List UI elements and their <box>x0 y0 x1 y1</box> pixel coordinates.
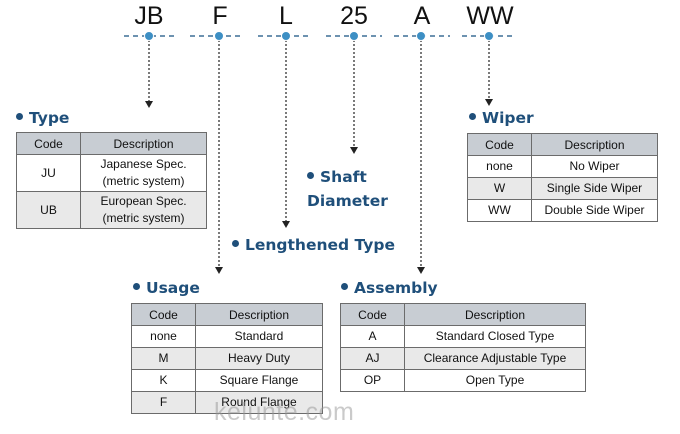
column-header: Description <box>195 303 323 326</box>
usage-title: Usage <box>146 279 200 297</box>
code-part-a: A <box>413 2 431 30</box>
table-cell-description: Open Type <box>404 369 586 392</box>
table-cell-description: Heavy Duty <box>195 347 323 370</box>
code-part-l: L <box>279 2 293 30</box>
table-cell-description: No Wiper <box>531 155 658 178</box>
assembly-title: Assembly <box>354 279 438 297</box>
watermark: kelunte.com <box>214 398 355 426</box>
code-part-jb: JB <box>134 2 164 30</box>
bullet-icon <box>133 283 140 290</box>
table-header-row: Code Description <box>131 303 323 326</box>
table-row: JU Japanese Spec. (metric system) <box>16 154 207 192</box>
bullet-icon <box>232 240 239 247</box>
lengthened-title: Lengthened Type <box>245 236 395 254</box>
table-cell-code: W <box>467 177 532 200</box>
arrowheads <box>145 99 493 274</box>
table-row: none No Wiper <box>467 155 658 178</box>
table-cell-code: AJ <box>340 347 405 370</box>
table-cell-description: Standard <box>195 325 323 348</box>
table-cell-code: UB <box>16 191 81 229</box>
table-cell-code: M <box>131 347 196 370</box>
table-row: AJ Clearance Adjustable Type <box>340 347 586 370</box>
table-row: WW Double Side Wiper <box>467 199 658 222</box>
bullet-icon <box>341 283 348 290</box>
bullet-icon <box>307 172 314 179</box>
column-header: Description <box>531 133 658 156</box>
table-header-row: Code Description <box>16 132 207 155</box>
type-table: Code Description JU Japanese Spec. (metr… <box>16 132 207 229</box>
table-cell-code: WW <box>467 199 532 222</box>
usage-heading: Usage <box>133 279 200 297</box>
assembly-heading: Assembly <box>341 279 438 297</box>
table-cell-code: F <box>131 391 196 414</box>
type-title: Type <box>29 109 70 127</box>
table-row: OP Open Type <box>340 369 586 392</box>
table-row: W Single Side Wiper <box>467 177 658 200</box>
code-part-ww: WW <box>466 2 514 30</box>
table-cell-description: Standard Closed Type <box>404 325 586 348</box>
table-row: UB European Spec. (metric system) <box>16 191 207 229</box>
wiper-title: Wiper <box>482 109 534 127</box>
table-cell-description: Single Side Wiper <box>531 177 658 200</box>
usage-table: Code Description none Standard M Heavy D… <box>131 303 323 414</box>
table-header-row: Code Description <box>467 133 658 156</box>
table-cell-description: Double Side Wiper <box>531 199 658 222</box>
table-row: F Round Flange <box>131 391 323 414</box>
column-header: Code <box>16 132 81 155</box>
bullet-icon <box>469 113 476 120</box>
assembly-table: Code Description A Standard Closed Type … <box>340 303 586 392</box>
table-cell-description: European Spec. (metric system) <box>80 191 207 229</box>
code-part-f: F <box>212 2 228 30</box>
column-header: Description <box>404 303 586 326</box>
type-heading: Type <box>16 109 69 127</box>
table-row: K Square Flange <box>131 369 323 392</box>
shaft-heading: Shaft Diameter <box>307 165 417 213</box>
table-row: M Heavy Duty <box>131 347 323 370</box>
table-cell-code: K <box>131 369 196 392</box>
column-header: Code <box>340 303 405 326</box>
column-header: Description <box>80 132 207 155</box>
table-cell-description: Square Flange <box>195 369 323 392</box>
lengthened-heading: Lengthened Type <box>232 236 395 254</box>
shaft-title: Shaft Diameter <box>307 168 388 210</box>
table-cell-code: JU <box>16 154 81 192</box>
table-header-row: Code Description <box>340 303 586 326</box>
connector-dots <box>144 31 494 41</box>
column-header: Code <box>467 133 532 156</box>
table-row: A Standard Closed Type <box>340 325 586 348</box>
wiper-heading: Wiper <box>469 109 534 127</box>
table-cell-description: Clearance Adjustable Type <box>404 347 586 370</box>
table-cell-code: OP <box>340 369 405 392</box>
code-part-25: 25 <box>340 2 368 30</box>
table-cell-code: none <box>467 155 532 178</box>
column-header: Code <box>131 303 196 326</box>
table-cell-code: A <box>340 325 405 348</box>
bullet-icon <box>16 113 23 120</box>
table-cell-code: none <box>131 325 196 348</box>
table-cell-description: Japanese Spec. (metric system) <box>80 154 207 192</box>
table-cell-description: Round Flange <box>195 391 323 414</box>
wiper-table: Code Description none No Wiper W Single … <box>467 133 658 222</box>
table-row: none Standard <box>131 325 323 348</box>
